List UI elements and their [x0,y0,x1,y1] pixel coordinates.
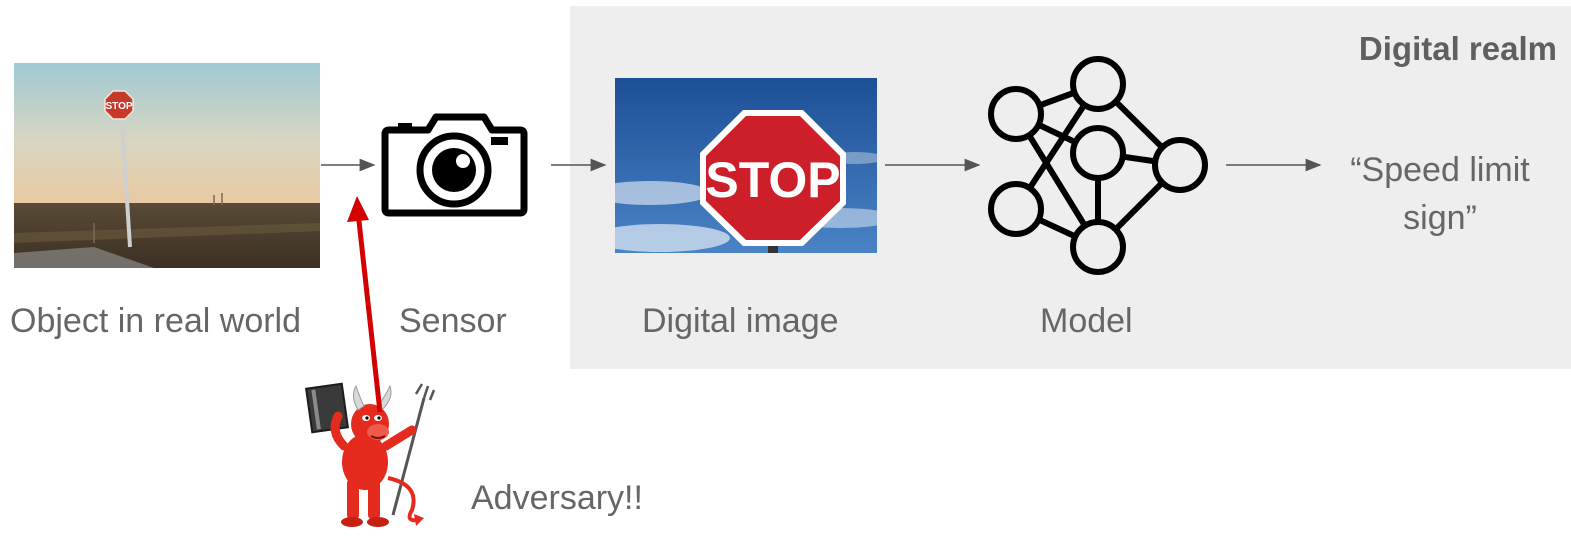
adversary-label: Adversary!! [471,479,643,517]
photo-sign-text: STOP [105,101,132,112]
digital-image-label: Digital image [642,302,839,340]
sensor-label: Sensor [399,302,507,340]
model-label: Model [1040,302,1133,340]
real-world-photo: STOP [14,63,320,268]
model-output-text: “Speed limit sign” [1350,151,1530,237]
attack-arrow [355,211,383,413]
digital-image-photo: STOP [615,78,877,253]
neural-network-icon [988,56,1208,275]
camera-icon [381,113,528,217]
realm-title: Digital realm [1358,30,1557,67]
attack-arrowhead [347,196,369,222]
object-label: Object in real world [10,302,302,340]
digital-sign-text: STOP [705,152,840,208]
devil-icon [304,382,436,527]
